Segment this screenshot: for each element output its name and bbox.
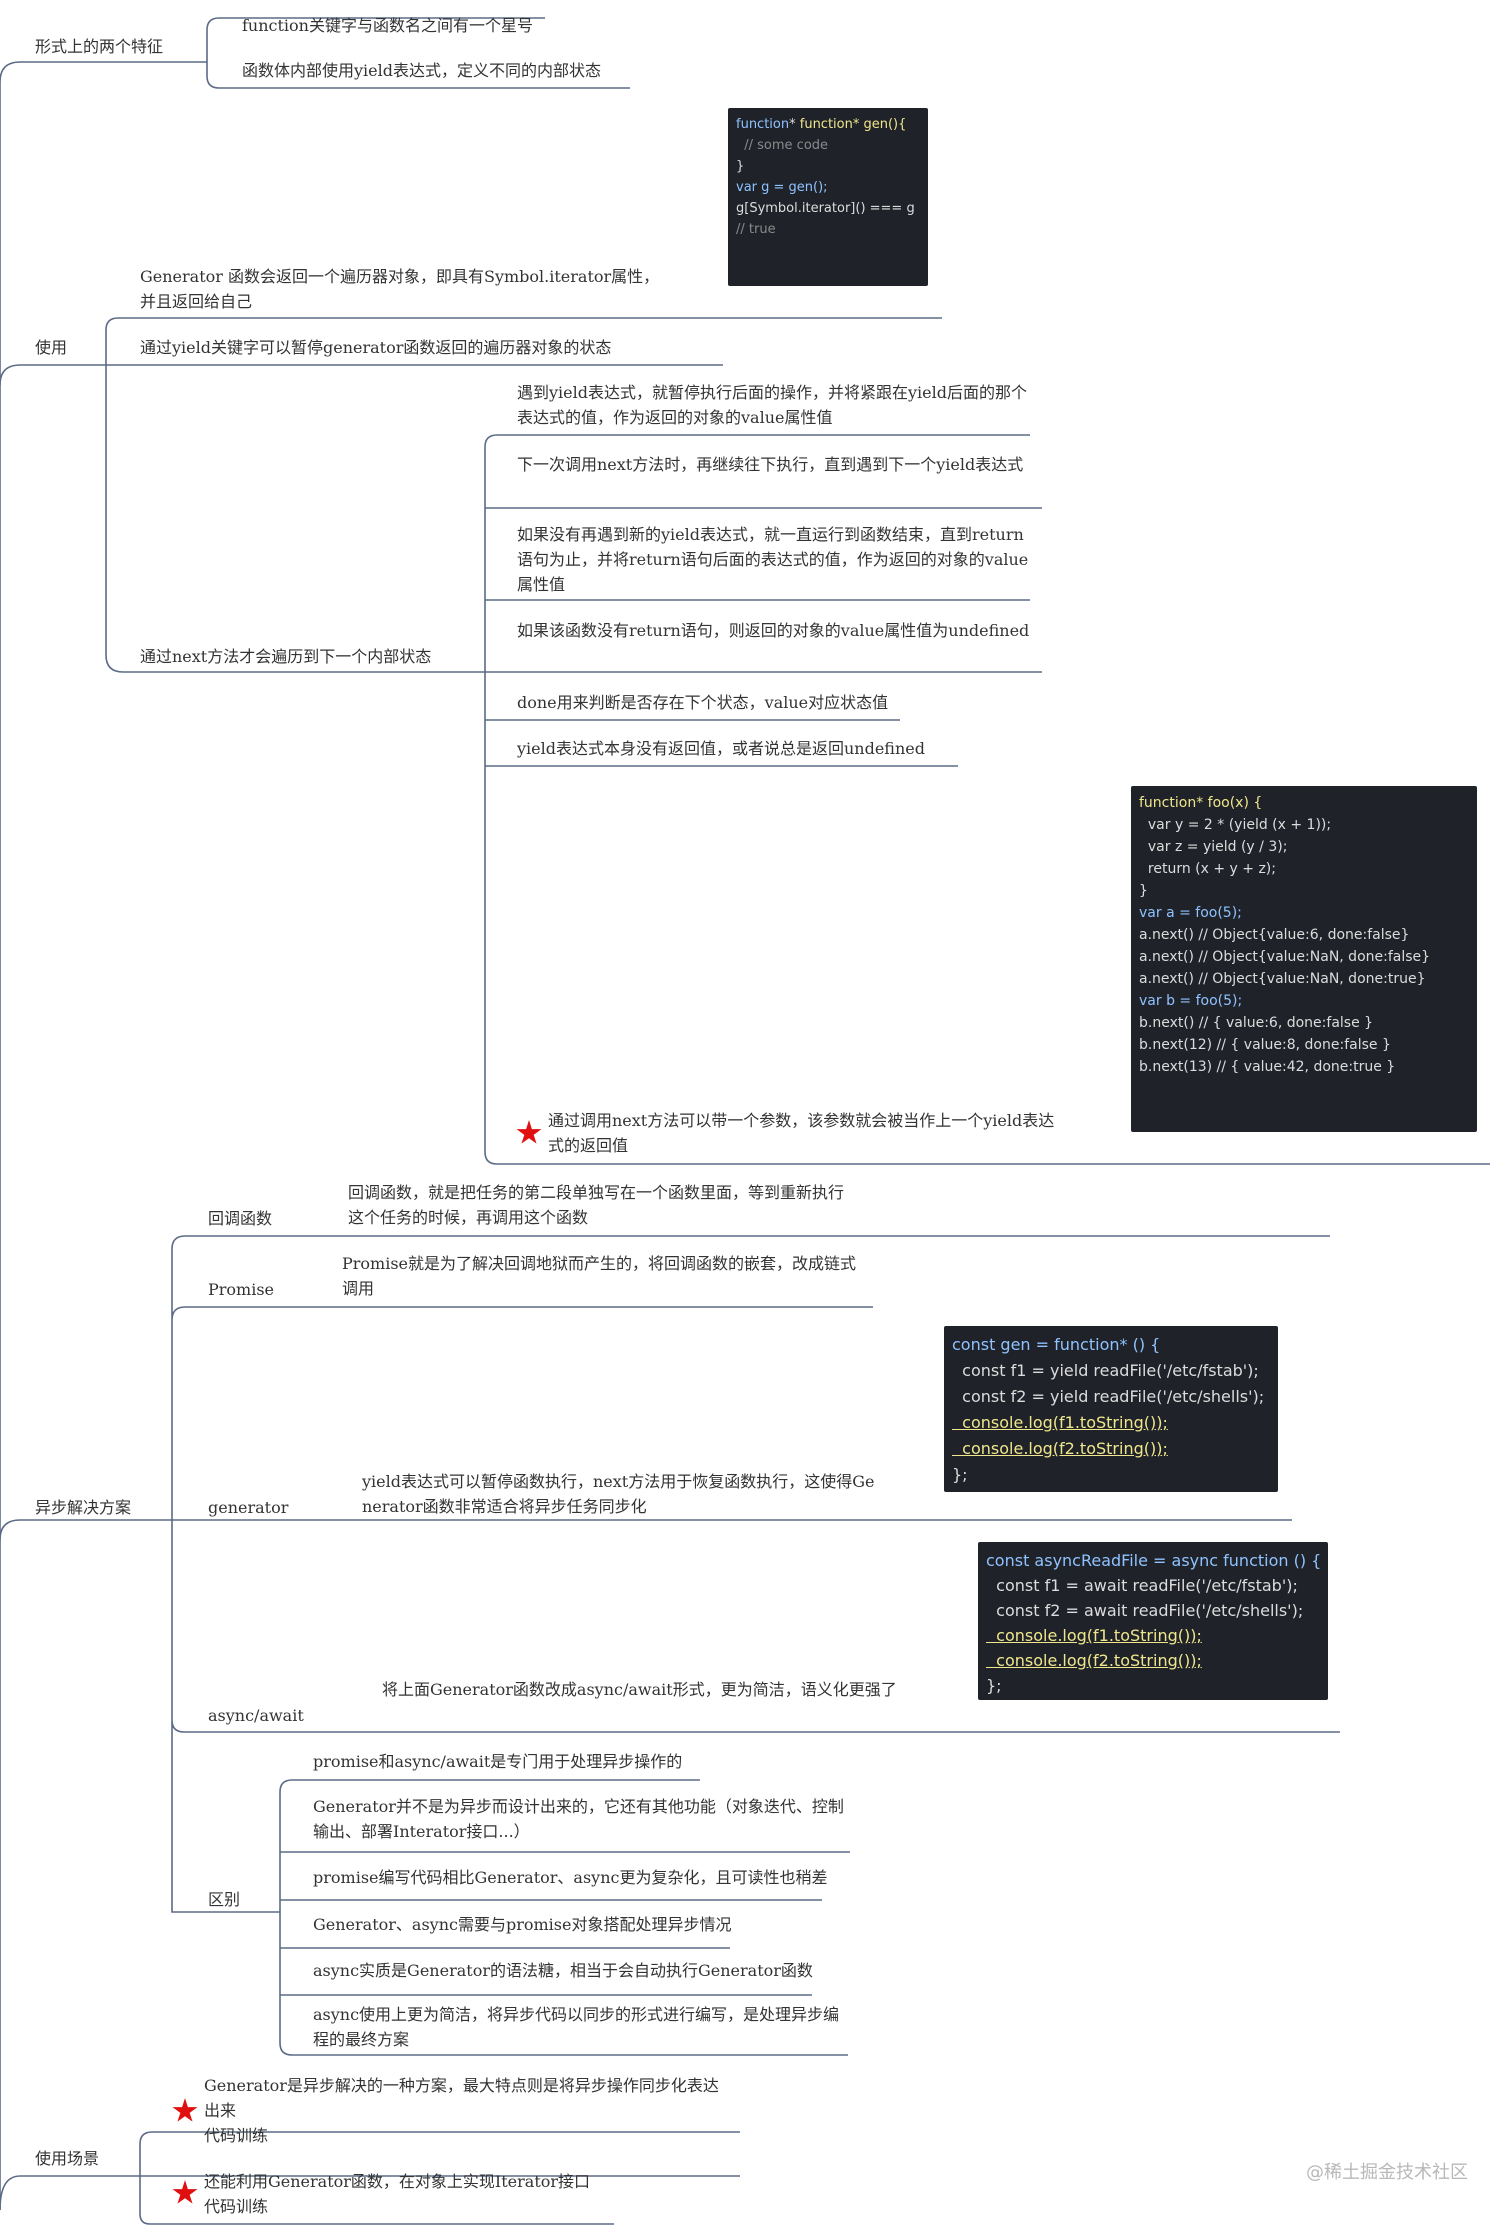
code-gen-line: } [736, 159, 745, 174]
code-foo-line: b.next() // { value:6, done:false } [1139, 1015, 1374, 1031]
code-async-line: const f1 = await readFile('/etc/fstab'); [986, 1576, 1298, 1595]
link-next-items [484, 434, 1490, 1165]
code-foo-line: a.next() // Object{value:6, done:false} [1139, 927, 1410, 943]
section-async: 异步解决方案 [35, 1498, 132, 1517]
code-foo-line: } [1139, 883, 1148, 899]
branch-promise: Promise [208, 1280, 275, 1299]
code-async-line: console.log(f1.toString()); [986, 1626, 1202, 1645]
code-foo: function* foo(x) { var y = 2 * (yield (x… [1131, 786, 1477, 1132]
code-gen-line: var g = gen(); [736, 180, 828, 195]
link-diff-items [279, 1779, 850, 2056]
branch-asyncawait: async/await [208, 1706, 304, 1725]
promise-text: Promise就是为了解决回调地狱而产生的，将回调函数的嵌套，改成链式调用 [342, 1254, 857, 1298]
code-foo-line: var b = foo(5); [1139, 993, 1243, 1009]
code-foo-line: a.next() // Object{value:NaN, done:false… [1139, 949, 1431, 965]
code-foo-line: var a = foo(5); [1139, 905, 1242, 921]
section-usage: 使用 [35, 338, 68, 357]
watermark: @稀土掘金技术社区 [1306, 2162, 1468, 2183]
next-item-5: done用来判断是否存在下个状态，value对应状态值 [517, 693, 889, 712]
code-generator-line: console.log(f1.toString()); [952, 1413, 1168, 1432]
diff-item-4: Generator、async需要与promise对象搭配处理异步情况 [313, 1915, 732, 1934]
link-form-items [206, 17, 630, 89]
link-async-leafs [530, 1235, 1330, 1237]
diff-item-3: promise编写代码相比Generator、async更为复杂化，且可读性也稍… [313, 1868, 828, 1887]
usage-next-branch: 通过next方法才会遍历到下一个内部状态 [140, 647, 432, 666]
code-async-line: const f2 = await readFile('/etc/shells')… [986, 1601, 1304, 1620]
code-foo-line: var y = 2 * (yield (x + 1)); [1139, 817, 1332, 833]
link-form [0, 61, 207, 83]
next-item-1: 遇到yield表达式，就暂停执行后面的操作，并将紧跟在yield后面的那个表达式… [517, 383, 1027, 427]
usage-iterator: Generator 函数会返回一个遍历器对象，即具有Symbol.iterato… [140, 267, 660, 311]
code-foo-line: a.next() // Object{value:NaN, done:true} [1139, 971, 1426, 987]
branch-callback: 回调函数 [208, 1209, 273, 1228]
branch-generator: generator [208, 1498, 289, 1517]
diff-item-5: async实质是Generator的语法糖，相当于会自动执行Generator函… [313, 1961, 813, 1980]
diff-item-2: Generator并不是为异步而设计出来的，它还有其他功能（对象迭代、控制输出、… [313, 1797, 844, 1841]
code-gen-line: g[Symbol.iterator]() === g [736, 201, 915, 216]
code-gen-line: // true [736, 222, 776, 237]
link-scenes [0, 2175, 140, 2211]
next-item-4: 如果该函数没有return语句，则返回的对象的value属性值为undefine… [517, 621, 1030, 640]
diff-item-1: promise和async/await是专门用于处理异步操作的 [313, 1752, 683, 1771]
code-gen: function* function* gen(){ // some code … [728, 108, 928, 286]
callback-text: 回调函数，就是把任务的第二段单独写在一个函数里面，等到重新执行这个任务的时候，再… [348, 1183, 845, 1227]
link-scene-items [139, 2131, 740, 2225]
next-item-6: yield表达式本身没有返回值，或者说总是返回undefined [517, 739, 925, 758]
form-item-star: function关键字与函数名之间有一个星号 [242, 16, 533, 35]
code-foo-line: b.next(13) // { value:42, done:true } [1139, 1059, 1396, 1075]
branch-diff: 区别 [208, 1890, 241, 1909]
code-gen-line: function* gen(){ [799, 117, 907, 132]
code-generator-line: console.log(f2.toString()); [952, 1439, 1168, 1458]
code-foo-line: b.next(12) // { value:8, done:false } [1139, 1037, 1391, 1053]
generator-text: yield表达式可以暂停函数执行，next方法用于恢复函数执行，这使得Gener… [362, 1472, 875, 1516]
link-usage-items [105, 317, 942, 673]
code-gen-line: // some code [736, 138, 829, 153]
code-generator-line: }; [952, 1465, 968, 1484]
code-generator-line: const f2 = yield readFile('/etc/shells')… [952, 1387, 1265, 1406]
next-item-3: 如果没有再遇到新的yield表达式，就一直运行到函数结束，直到return语句为… [517, 525, 1029, 594]
section-form: 形式上的两个特征 [35, 37, 164, 56]
next-item-7: 通过调用next方法可以带一个参数，该参数就会被当作上一个yield表达式的返回… [548, 1111, 1055, 1155]
next-item-2: 下一次调用next方法时，再继续往下执行，直到遇到下一个yield表达式 [517, 455, 1024, 474]
link-async-items [171, 1235, 1340, 1913]
section-scenes: 使用场景 [35, 2149, 100, 2168]
diff-item-6: async使用上更为简洁，将异步代码以同步的形式进行编写，是处理异步编程的最终方… [313, 2005, 840, 2049]
code-generator-line: const gen = function* () { [952, 1335, 1161, 1354]
code-async: const asyncReadFile = async function () … [978, 1542, 1328, 1700]
code-async-line: const asyncReadFile = async function () … [986, 1551, 1322, 1570]
code-foo-line: return (x + y + z); [1139, 861, 1276, 877]
form-item-yield: 函数体内部使用yield表达式，定义不同的内部状态 [242, 61, 601, 80]
scene-item-1: Generator是异步解决的一种方案，最大特点则是将异步操作同步化表达出来 [204, 2076, 719, 2120]
code-async-line: console.log(f2.toString()); [986, 1651, 1202, 1670]
scene-item-2-training: 代码训练 [204, 2197, 269, 2216]
code-async-line: }; [986, 1676, 1002, 1695]
link-usage [0, 364, 106, 386]
code-foo-line: var z = yield (y / 3); [1139, 839, 1288, 855]
code-generator: const gen = function* () { const f1 = yi… [944, 1326, 1278, 1492]
scene-item-2: 还能利用Generator函数，在对象上实现Iterator接口 [204, 2172, 591, 2191]
code-generator-line: const f1 = yield readFile('/etc/fstab'); [952, 1361, 1259, 1380]
link-async [0, 1519, 172, 1541]
usage-yield-pause: 通过yield关键字可以暂停generator函数返回的遍历器对象的状态 [140, 338, 612, 357]
asyncawait-text: 将上面Generator函数改成async/await形式，更为简洁，语义化更强… [382, 1680, 897, 1699]
scene-item-1-training: 代码训练 [204, 2126, 269, 2145]
code-foo-line: function* foo(x) { [1139, 795, 1263, 811]
